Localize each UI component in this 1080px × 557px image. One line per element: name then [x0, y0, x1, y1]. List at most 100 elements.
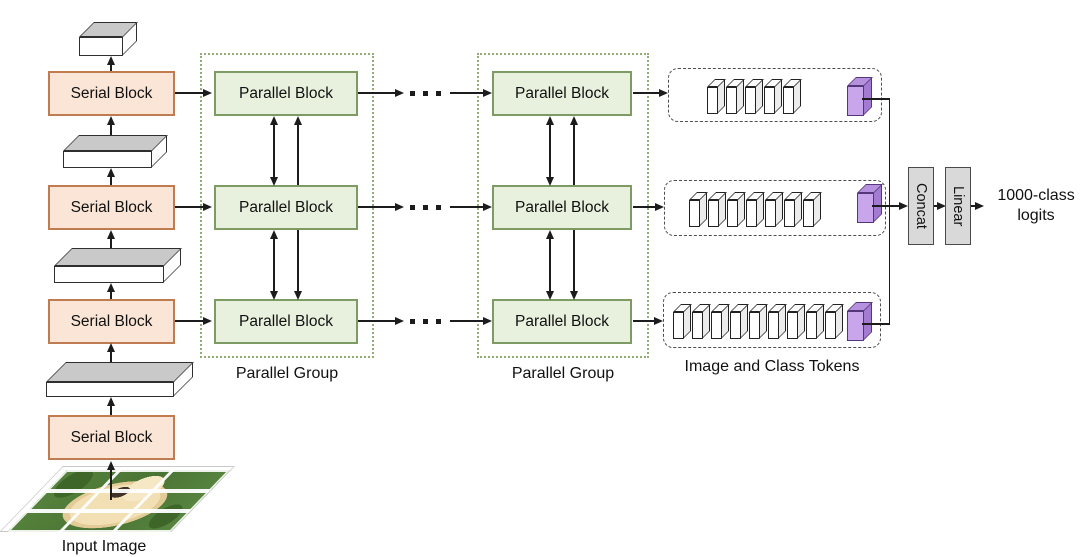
- ellipsis-dot: [436, 319, 441, 324]
- image-token-icon: [746, 192, 765, 227]
- image-token-icon: [764, 79, 783, 114]
- image-token-icon: [689, 192, 708, 227]
- class-token-icon: [857, 184, 883, 223]
- arrowhead-up: [107, 56, 115, 65]
- output-label: 1000-class logits: [997, 187, 1075, 224]
- arrowhead-up: [546, 116, 554, 125]
- input-image-caption: Input Image: [61, 538, 147, 555]
- linear-label: Linear: [950, 185, 966, 227]
- arrowhead-right: [899, 202, 908, 210]
- connector-line: [358, 206, 395, 208]
- parallel-block: Parallel Block: [214, 71, 358, 116]
- serial-block-3: Serial Block: [48, 299, 175, 344]
- patch-grid-line: [111, 470, 176, 532]
- connector-line: [175, 320, 203, 322]
- connector-line: [633, 92, 659, 94]
- patch-grid-line: [25, 509, 193, 514]
- token-box-2: [664, 180, 886, 236]
- arrowhead-right: [203, 89, 212, 97]
- arrowhead-up: [107, 168, 115, 177]
- arrowhead-up: [107, 116, 115, 125]
- serial-block-label: Serial Block: [70, 312, 153, 330]
- image-token-icon: [783, 79, 802, 114]
- arrowhead-up: [546, 230, 554, 239]
- parallel-block-label: Parallel Block: [239, 84, 333, 102]
- arrowhead-up: [570, 116, 578, 125]
- connector-line: [358, 320, 395, 322]
- arrowhead-up: [107, 343, 115, 352]
- input-image: [7, 470, 231, 532]
- ellipsis-dot: [436, 90, 441, 96]
- arrowhead-up: [270, 116, 278, 125]
- arrowhead-up: [294, 116, 302, 125]
- arrowhead-right: [395, 317, 404, 325]
- parallel-block: Parallel Block: [492, 299, 632, 344]
- serial-block-1: Serial Block: [48, 71, 175, 116]
- serial-block-label: Serial Block: [70, 84, 153, 102]
- arrowhead-right: [655, 203, 664, 211]
- patch-grid-line: [57, 470, 122, 532]
- image-token-row: [673, 304, 844, 339]
- connector-line: [450, 92, 484, 94]
- arrowhead-right: [203, 317, 212, 325]
- connector-line: [175, 206, 203, 208]
- connector-line: [573, 123, 575, 185]
- arrowhead-down: [570, 291, 578, 300]
- image-token-icon: [787, 304, 806, 339]
- image-token-icon: [708, 192, 727, 227]
- image-token-icon: [692, 304, 711, 339]
- arrowhead-up: [107, 397, 115, 406]
- image-token-icon: [749, 304, 768, 339]
- connector-line: [633, 206, 655, 208]
- connector-line: [110, 63, 112, 71]
- arrowhead-right: [937, 202, 946, 210]
- serial-block-2: Serial Block: [48, 185, 175, 230]
- serial-block-label: Serial Block: [70, 198, 153, 216]
- serial-block-4: Serial Block: [48, 415, 175, 460]
- arrowhead-down: [294, 291, 302, 300]
- connector-line: [862, 323, 890, 325]
- parallel-block-label: Parallel Block: [515, 198, 609, 216]
- connector-line: [872, 205, 899, 207]
- parallel-group-2-box: [477, 53, 649, 358]
- arrowhead-right: [395, 89, 404, 97]
- arrowhead-right: [203, 203, 212, 211]
- connector-line: [888, 99, 891, 325]
- ellipsis-dot: [423, 90, 428, 96]
- ellipsis-dot: [436, 205, 441, 210]
- arrowhead-up: [107, 461, 115, 470]
- connector-line: [549, 237, 551, 292]
- arrowhead-up: [270, 230, 278, 239]
- connector-line: [273, 123, 275, 178]
- class-token-icon: [847, 302, 873, 341]
- connector-line: [450, 320, 484, 322]
- parallel-block: Parallel Block: [214, 299, 358, 344]
- parallel-group-caption: Parallel Group: [511, 365, 615, 382]
- token-box-1: [668, 68, 882, 122]
- parallel-block: Parallel Block: [492, 185, 632, 230]
- arrowhead-right: [483, 89, 492, 97]
- arrowhead-up: [107, 230, 115, 239]
- parallel-group-1-box: [200, 53, 374, 358]
- arrowhead-right: [659, 89, 668, 97]
- parallel-block-label: Parallel Block: [515, 312, 609, 330]
- connector-line: [549, 123, 551, 178]
- connector-line: [110, 175, 112, 185]
- arrowhead-right: [395, 203, 404, 211]
- arrowhead-right: [483, 317, 492, 325]
- ellipsis-dot: [410, 205, 415, 210]
- connector-line: [297, 123, 299, 185]
- connector-line: [110, 404, 112, 415]
- parallel-block: Parallel Block: [492, 71, 632, 116]
- class-token-icon: [847, 77, 873, 116]
- parallel-block: Parallel Block: [214, 185, 358, 230]
- token-box-3: [663, 292, 881, 348]
- arrowhead-right: [975, 202, 984, 210]
- connector-line: [297, 230, 299, 292]
- connector-line: [175, 92, 203, 94]
- connector-line: [358, 92, 395, 94]
- connector-line: [110, 468, 112, 500]
- connector-line: [934, 205, 938, 207]
- arrowhead-down: [270, 177, 278, 186]
